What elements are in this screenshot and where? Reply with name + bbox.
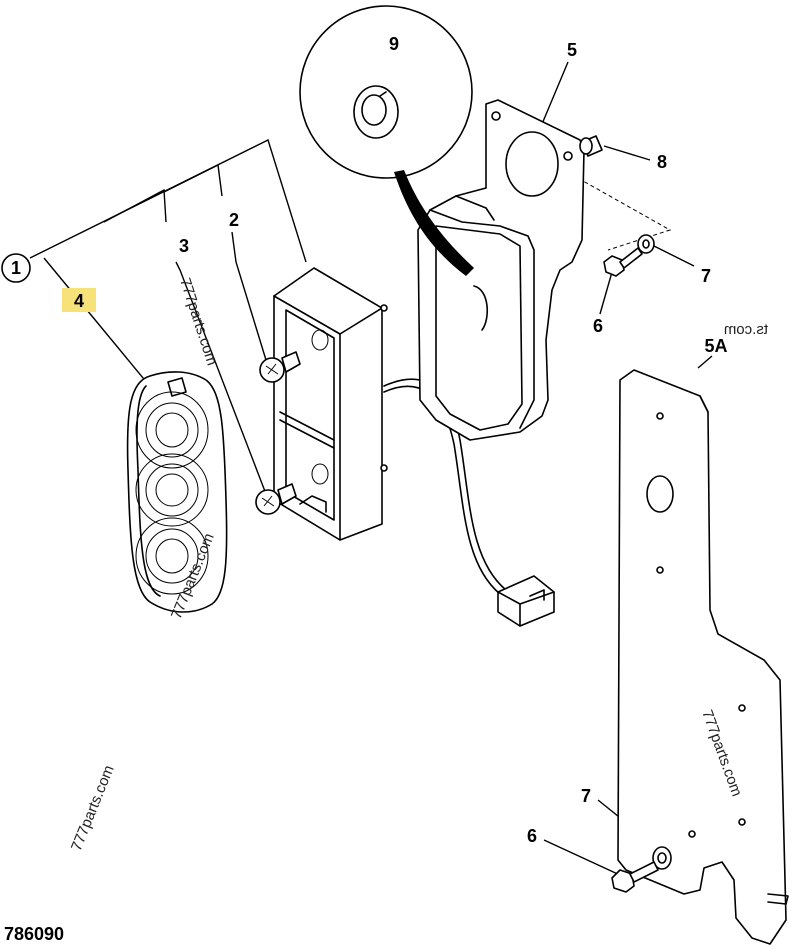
callout-6-top: 6 <box>593 316 603 336</box>
callout-3: 3 <box>179 236 189 256</box>
callout-1: 1 <box>11 258 21 278</box>
callout-7-top: 7 <box>701 266 711 286</box>
bolt-6-top <box>603 247 643 277</box>
callout-8: 8 <box>657 152 667 172</box>
washer-7-bottom <box>652 846 672 870</box>
plate-5a <box>617 369 789 945</box>
callout-5a: 5A <box>704 336 727 356</box>
watermark-1: 777parts.com <box>176 276 220 368</box>
drawing-number: 786090 <box>4 924 64 944</box>
bulb-lower <box>255 483 297 515</box>
lamp-housing <box>273 267 388 541</box>
bulb-upper <box>259 351 301 383</box>
watermark-3: 777parts.com <box>68 763 118 854</box>
watermark-5: ts.com <box>724 321 768 338</box>
callout-7-bottom: 7 <box>581 786 591 806</box>
callout-4-highlight <box>62 288 96 312</box>
bracket-5 <box>417 99 585 441</box>
callout-4: 4 <box>74 291 84 311</box>
callout-5: 5 <box>567 40 577 60</box>
screw-8 <box>579 135 603 157</box>
callout-9: 9 <box>389 34 399 54</box>
bolt-6-bottom <box>611 861 659 893</box>
lens-assembly <box>126 371 228 613</box>
washer-7-top <box>637 234 655 254</box>
cable-connector <box>383 378 555 627</box>
callout-6-bottom: 6 <box>527 826 537 846</box>
leader-lines <box>29 55 713 877</box>
grommet-detail <box>299 5 474 276</box>
callout-1-circle <box>1 253 31 283</box>
callout-2: 2 <box>229 210 239 230</box>
